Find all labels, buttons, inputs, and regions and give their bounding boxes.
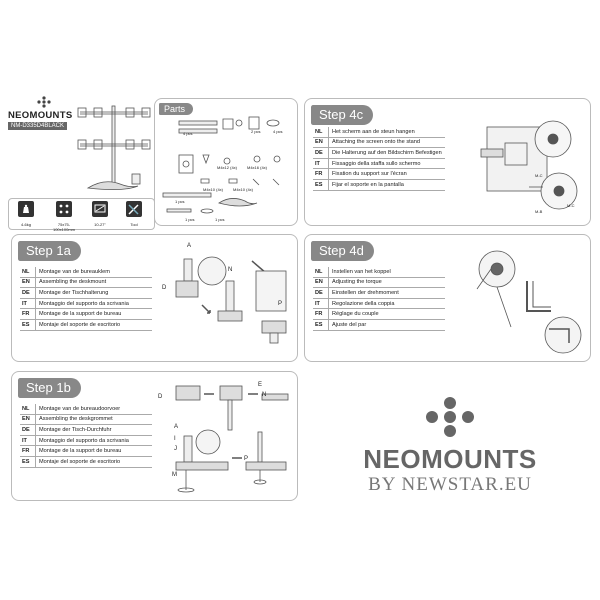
footer-brand-name: NEOMOUNTS [363,444,537,474]
step-4c-letter-1: M-C [567,203,575,208]
spec-vesa-label: 75x75-100x100mm [52,222,75,232]
step-1b-letter-2: N [262,392,267,398]
part-label-13: 1 pcs [185,217,195,222]
footer-logo: NEOMOUNTS BY NEWSTAR.EU [330,396,570,496]
step-1a-letter-0: A [187,243,192,249]
part-label-3: 4 pcs [273,129,283,134]
parts-title: Parts [159,103,194,115]
part-label-14: 1 pcs [215,217,225,222]
step-4c-title: Step 4c [311,105,374,125]
step-1a-letter-1: N [228,267,233,273]
spec-tool: Tool [123,201,145,227]
step-1a-title: Step 1a [18,241,81,261]
neomounts-small-logo-icon [37,96,51,108]
weight-icon [18,201,34,217]
parts-panel: Parts 4 pcs 2 pcs 4 pcs M4x12 (4x) M4x16… [154,98,298,226]
brand-panel: NEOMOUNTS NM-D335D4BLACK 4-6kg [8,94,155,232]
step-4d-title: Step 4d [311,241,374,261]
neomounts-logo-icon [426,397,474,437]
step-1b-letter-5: J [174,446,177,452]
parts-drawing [162,116,281,214]
part-label-9: M4x10 (4x) [203,187,224,192]
spec-screen: 10-27" [89,201,111,227]
part-label-5: M4x12 (4x) [217,165,238,170]
step-4c-illustration [480,120,578,210]
step-1b-title: Step 1b [18,378,81,398]
part-label-12: 1 pcs [175,199,185,204]
step-1a-letter-2: D [162,285,167,291]
vesa-icon [56,201,72,217]
step-1a-illustration [175,256,287,344]
spec-weight-label: 4-6kg [20,222,31,227]
part-label-0: 4 pcs [183,131,193,136]
spec-weight: 4-6kg [15,201,37,227]
footer-tagline: BY NEWSTAR.EU [368,474,532,495]
step-1b-letter-4: I [174,436,176,442]
product-drawing [77,105,151,190]
brand-name: NEOMOUNTS [8,110,73,121]
tool-icon [126,201,142,217]
step-4c-letter-0: M-C [535,173,543,178]
step-1a-letter-3: P [278,301,283,307]
spec-icons-row: 4-6kg 75x75-100x100mm 10-27" [8,198,155,232]
spec-vesa: 75x75-100x100mm [49,201,79,232]
screen-size-icon [92,201,108,217]
step-1b-letter-3: A [174,424,179,430]
step-1b-letter-7: M [172,472,177,478]
part-label-1: 2 pcs [251,129,261,134]
step-4c-letter-2: M-B [535,209,543,214]
part-label-10: M4x10 (4x) [233,187,254,192]
model-badge: NM-D335D4BLACK [8,122,68,130]
step-1b-illustration [175,385,289,493]
step-1b-letter-6: P [244,456,249,462]
step-1b-letter-1: E [258,382,263,388]
step-1b-letter-0: D [158,394,163,400]
part-label-7: M4x16 (4x) [247,165,268,170]
spec-screen-label: 10-27" [94,222,106,227]
spec-tool-label: Tool [130,222,138,227]
step-4d-illustration [476,250,582,354]
